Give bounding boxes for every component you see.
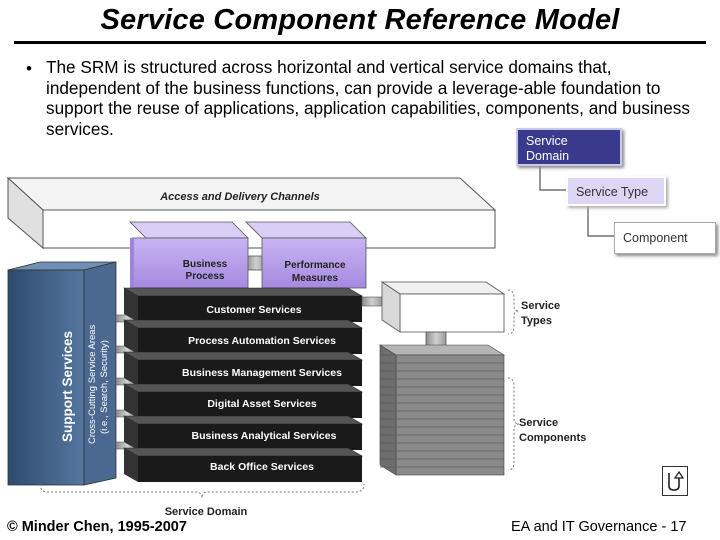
cross-cutting-line2: (i.e., Search, Security) bbox=[99, 340, 110, 434]
layer-customer-services: Customer Services bbox=[122, 287, 364, 322]
copyright-text: © Minder Chen, 1995-2007 bbox=[7, 519, 187, 535]
layer-digital-asset: Digital Asset Services bbox=[122, 383, 364, 418]
service-domain-label: Service Domain bbox=[165, 506, 248, 518]
service-components-stripes bbox=[380, 354, 504, 468]
support-services-column: Support Services Cross-Cutting Service A… bbox=[7, 261, 117, 486]
performance-measures-line1: Performance bbox=[284, 260, 346, 271]
service-layers: Customer Services Process Automation Ser… bbox=[122, 287, 364, 482]
return-nav-button[interactable] bbox=[662, 466, 688, 496]
layer-process-automation: Process Automation Services bbox=[122, 319, 364, 354]
layer-business-analytical: Business Analytical Services bbox=[122, 415, 364, 450]
performance-measures-line2: Measures bbox=[292, 273, 339, 284]
slide-number-text: EA and IT Governance - 17 bbox=[511, 519, 687, 535]
title-underline bbox=[14, 41, 706, 44]
service-components-brace bbox=[507, 377, 520, 471]
slide-title: Service Component Reference Model bbox=[100, 4, 620, 36]
service-types-label-2: Types bbox=[521, 315, 552, 327]
performance-measures-box: Performance Measures bbox=[245, 221, 367, 289]
access-channels-label: Access and Delivery Channels bbox=[159, 191, 320, 203]
layer-business-management: Business Management Services bbox=[122, 351, 364, 386]
business-process-line2: Process bbox=[186, 271, 225, 282]
service-components-label-1: Service bbox=[519, 417, 558, 429]
layer-label-business-analytical: Business Analytical Services bbox=[192, 430, 337, 442]
key-service-type: Service Type bbox=[566, 176, 666, 206]
key-component: Component bbox=[614, 222, 716, 254]
service-domain-brace bbox=[39, 483, 365, 499]
business-process-box: Business Process bbox=[129, 221, 249, 289]
layer-label-business-mgmt: Business Management Services bbox=[182, 367, 342, 379]
support-services-label: Support Services bbox=[60, 331, 75, 442]
access-channels-slab: Access and Delivery Channels bbox=[6, 176, 497, 250]
bullet-text: The SRM is structured across horizontal … bbox=[46, 57, 690, 139]
service-components-stack bbox=[378, 344, 506, 476]
service-types-label-1: Service bbox=[521, 300, 560, 312]
service-types-brace bbox=[507, 289, 520, 335]
business-process-line1: Business bbox=[183, 259, 228, 270]
layer-label-customer: Customer Services bbox=[206, 304, 301, 316]
return-arrow-icon bbox=[668, 470, 685, 491]
service-components-label-2: Components bbox=[519, 432, 586, 444]
layer-back-office: Back Office Services bbox=[122, 447, 364, 482]
layer-label-process: Process Automation Services bbox=[188, 335, 336, 347]
service-types-box bbox=[380, 281, 506, 333]
layer-label-digital-asset: Digital Asset Services bbox=[207, 398, 316, 410]
layer-to-types-pipe bbox=[361, 296, 383, 307]
cross-cutting-line1: Cross-Cutting Service Areas bbox=[87, 324, 98, 444]
layer-label-back-office: Back Office Services bbox=[210, 461, 314, 473]
bullet-marker: • bbox=[26, 59, 32, 78]
